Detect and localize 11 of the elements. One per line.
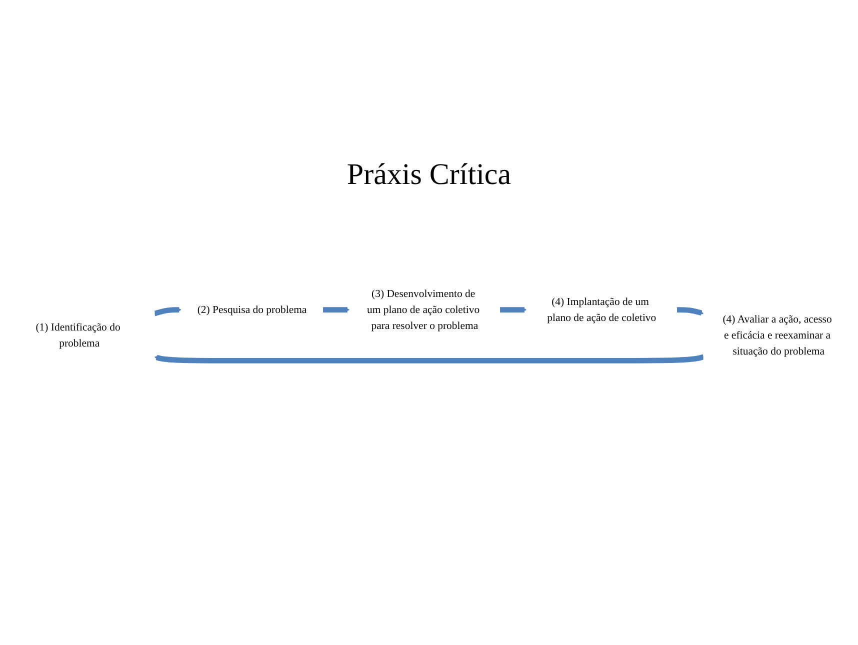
node-text: (3) Desenvolvimento de um plano de ação coletivo para resolver o problema (367, 288, 480, 332)
node-text: (4) Implantação de um plano de ação de coletivo (547, 296, 656, 324)
arrow (154, 354, 704, 364)
arrow (676, 307, 704, 316)
node-text: (4) Avaliar a ação, acesso e eficácia e reexaminar a situação do problema (722, 313, 832, 358)
arrow (154, 307, 182, 316)
center-title: Práxis Crítica (346, 158, 512, 192)
arrow (499, 307, 527, 312)
node-text: (1) Identificação do problema (36, 321, 120, 350)
node-text: (2) Pesquisa do problema (197, 304, 307, 316)
arrow (322, 307, 350, 312)
